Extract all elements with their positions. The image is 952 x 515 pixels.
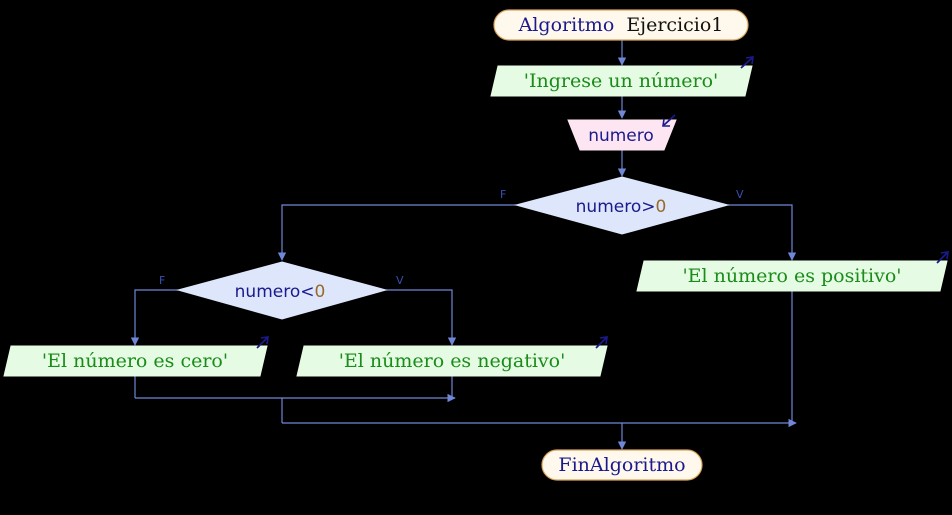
output-prompt-node[interactable]: 'Ingrese un número' (490, 56, 754, 97)
edge-decision2-true (386, 289, 457, 346)
decision-greater-operator: > (641, 197, 655, 217)
output-arrow-icon (740, 56, 754, 69)
decision-greater-variable: numero (576, 197, 642, 217)
output-zero-node[interactable]: 'El número es cero' (3, 336, 269, 377)
output-zero-text: 'El número es cero' (42, 350, 228, 372)
decision-greater-value: 0 (656, 197, 667, 217)
decision-less-node[interactable]: numero<0 (176, 261, 388, 320)
decision2-false-label: F (159, 274, 165, 287)
output-positive-shape (636, 260, 948, 292)
start-shape (493, 9, 749, 41)
output-positive-text: 'El número es positivo' (682, 265, 901, 287)
decision-greater-text: numero>0 (576, 197, 667, 217)
decision-less-value: 0 (315, 282, 326, 302)
start-label: Algoritmo Ejercicio1 (518, 14, 724, 36)
end-shape (541, 449, 703, 481)
decision-less-text: numero<0 (235, 282, 326, 302)
connectors (130, 40, 797, 450)
decision1-false-label: F (500, 188, 506, 201)
decision-less-operator: < (300, 282, 314, 302)
decision1-true-label: V (736, 188, 744, 201)
start-node[interactable]: Algoritmo Ejercicio1 (493, 9, 749, 41)
output-positive-node[interactable]: 'El número es positivo' (636, 251, 949, 292)
output-zero-shape (3, 345, 268, 377)
output-negative-shape (296, 345, 608, 377)
decision-greater-shape (514, 176, 730, 235)
decision-greater-node[interactable]: numero>0 (514, 176, 730, 235)
output-zero-arrow-icon (256, 336, 269, 349)
edge-decision1-true (728, 204, 797, 261)
decision2-true-label: V (396, 274, 404, 287)
edge-decision2-false (130, 289, 178, 346)
end-node[interactable]: FinAlgoritmo (541, 449, 703, 481)
input-numero-node[interactable]: numero (567, 114, 677, 151)
input-arrow-icon (662, 114, 676, 127)
decision-less-shape (176, 261, 388, 320)
decision-less-variable: numero (235, 282, 301, 302)
start-keyword: Algoritmo (518, 14, 615, 36)
edge-decision1-false (277, 204, 516, 261)
output-prompt-text: 'Ingrese un número' (524, 70, 718, 92)
output-negative-node[interactable]: 'El número es negativo' (296, 336, 608, 377)
output-positive-arrow-icon (936, 251, 949, 264)
output-negative-text: 'El número es negativo' (339, 350, 566, 372)
output-negative-arrow-icon (595, 336, 608, 349)
end-label: FinAlgoritmo (558, 454, 685, 476)
start-name: Ejercicio1 (626, 14, 723, 36)
output-prompt-shape (490, 65, 753, 97)
input-shape (567, 119, 677, 151)
input-text: numero (588, 126, 654, 146)
